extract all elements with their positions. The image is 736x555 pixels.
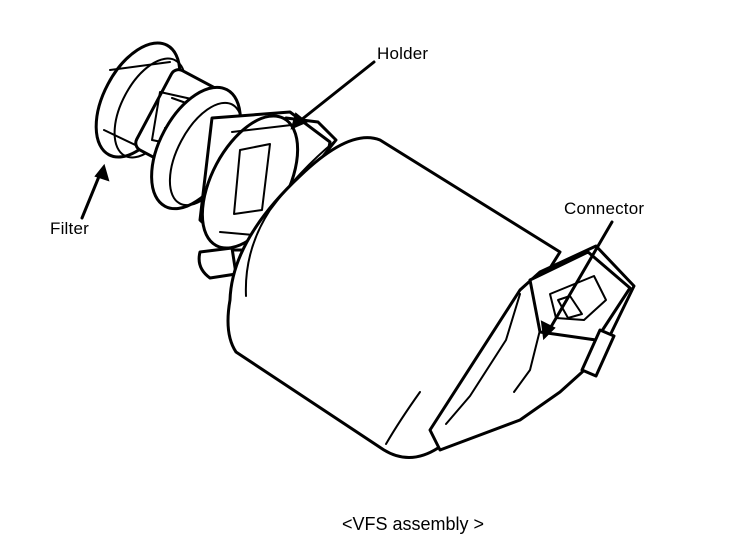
connector-leader-line (540, 220, 614, 341)
figure-caption: <VFS assembly > (341, 514, 485, 534)
holder-leader-line (290, 60, 376, 130)
filter-leader-line (80, 163, 110, 220)
filter-label: Filter (50, 219, 89, 238)
connector-label: Connector (564, 199, 645, 218)
holder-label: Holder (377, 44, 429, 63)
